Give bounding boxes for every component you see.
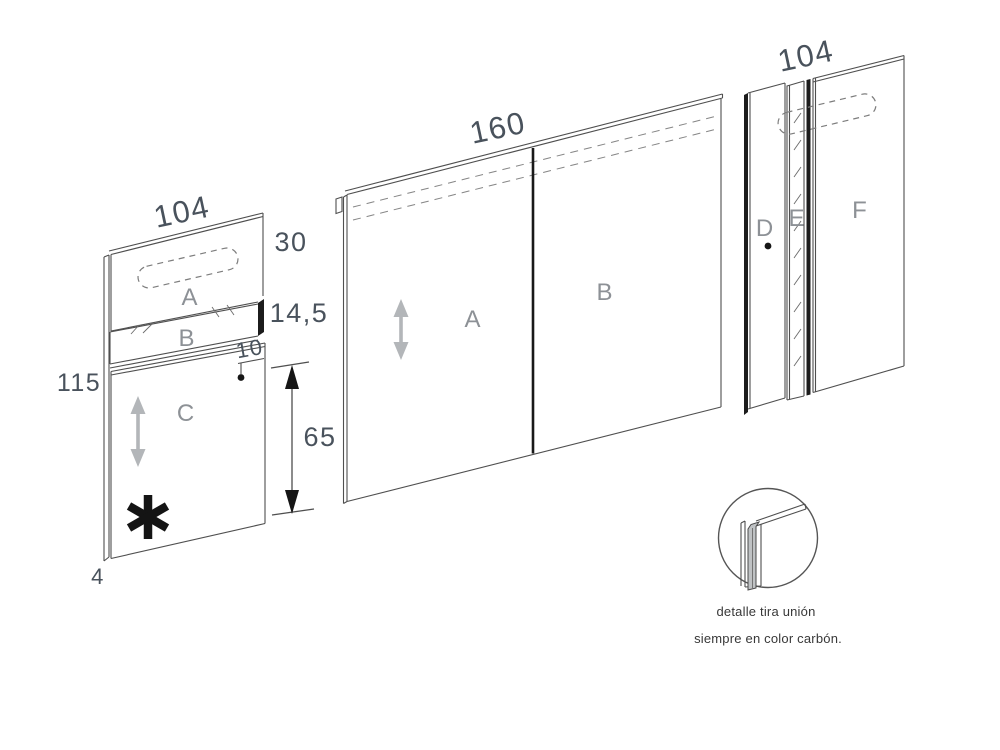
mirror-hatch-marks <box>793 112 802 367</box>
section-a-label: A <box>181 284 198 311</box>
panel-outline <box>342 93 724 504</box>
detail-circle <box>717 487 819 589</box>
door-d-label: D <box>756 215 774 242</box>
detail-callout: detalle tira unión siempre en color carb… <box>694 487 842 646</box>
handle-cutout-dashed <box>137 247 239 289</box>
asterisk-icon <box>126 495 170 539</box>
left-side-strip <box>103 254 110 562</box>
union-strip-gray-detail <box>747 521 761 591</box>
top-height-dim-label: 30 <box>274 227 307 257</box>
door-a-label: A <box>464 306 481 333</box>
slide-arrow-icon <box>130 396 146 467</box>
band-b-dark-edge-cap <box>258 299 264 336</box>
section-b-label: B <box>178 325 195 352</box>
union-strip-dark <box>806 79 811 396</box>
travel-dim-label: 65 <box>303 422 336 452</box>
door-a-face <box>108 212 264 332</box>
band-height-dim-label: 14,5 <box>270 298 329 328</box>
door-c-face <box>110 342 266 560</box>
detail-caption-line1: detalle tira unión <box>717 604 816 619</box>
hole-offset-dim-label: 10 <box>234 334 265 363</box>
drill-hole-dot <box>237 374 245 381</box>
slide-arrow-icon <box>393 299 409 360</box>
strip-e-face <box>786 80 805 401</box>
base-thickness-dim-label: 4 <box>91 564 105 589</box>
door-d-face <box>747 82 786 410</box>
detail-caption-line2: siempre en color carbón. <box>694 631 842 646</box>
band-b <box>109 303 259 369</box>
detail-panels-sketch <box>740 503 807 591</box>
hole-offset-leader <box>237 357 265 381</box>
door-d-dark-edge-strip <box>744 93 748 415</box>
mirror-hatch-marks <box>130 304 235 335</box>
section-c-label: C <box>177 400 195 427</box>
drill-hole-dot <box>764 242 772 250</box>
door-b-label: B <box>596 279 613 306</box>
wall-bracket-tab <box>335 196 343 215</box>
side-height-dim-label: 115 <box>57 369 101 397</box>
travel-dimension-65 <box>270 361 315 516</box>
door-f-label: F <box>852 197 868 224</box>
strip-e-label: E <box>788 205 805 232</box>
handle-groove-dashed-lines <box>352 115 720 221</box>
